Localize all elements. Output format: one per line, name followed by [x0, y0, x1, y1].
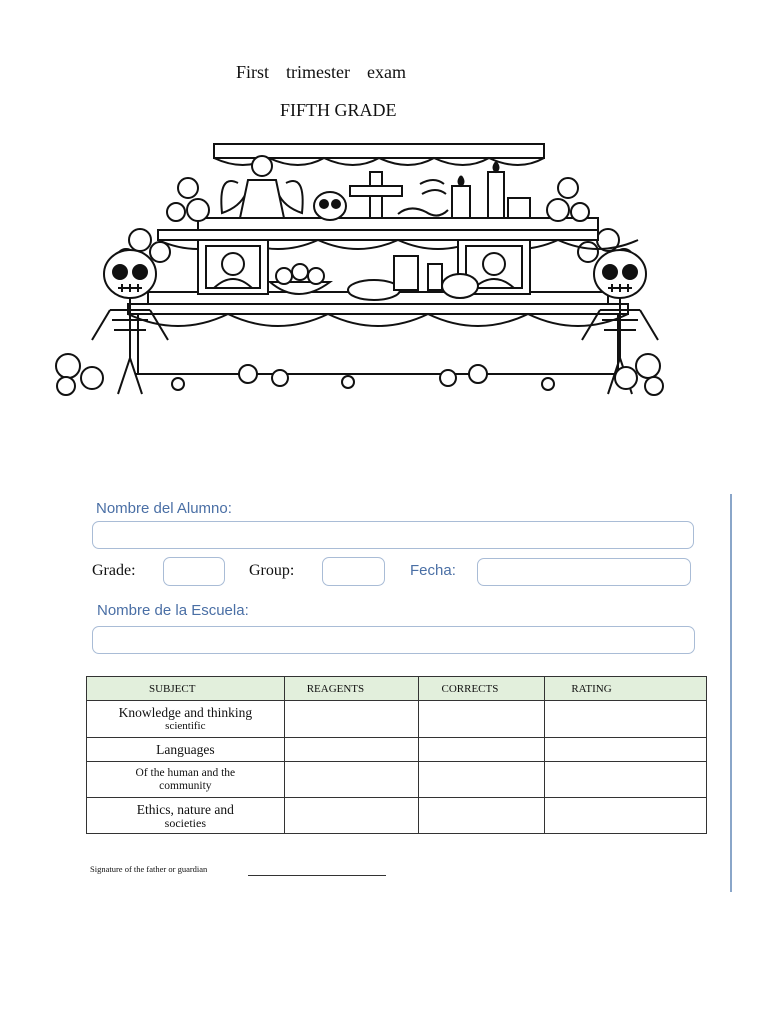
table-header-row: SUBJECT REAGENTS CORRECTS RATING [86, 676, 707, 701]
skeleton-icon [91, 249, 169, 395]
subject-cell: Languages [86, 737, 285, 762]
altar-illustration [55, 143, 664, 396]
altar-top-tier [197, 143, 599, 231]
fruit-bowl-icon [267, 255, 479, 301]
reagents-cell[interactable] [283, 737, 420, 762]
group-label: Group: [249, 562, 295, 579]
table-row: Ethics, nature and societies [86, 797, 707, 834]
altar-bottom-tier [127, 303, 629, 375]
corrects-cell[interactable] [418, 797, 546, 834]
candle-icon [451, 161, 531, 219]
subject-name: Languages [156, 742, 215, 757]
skeleton-icon [581, 249, 659, 395]
subject-subtitle: scientific [165, 720, 206, 732]
corrects-cell[interactable] [418, 737, 546, 762]
subject-subtitle: societies [164, 815, 206, 830]
sugar-skull-icon [313, 191, 347, 221]
corrects-cell[interactable] [418, 700, 546, 738]
column-header-subject: SUBJECT [86, 676, 285, 701]
grade-heading: FIFTH GRADE [280, 100, 397, 120]
subject-subtitle: community [159, 779, 212, 792]
subject-name: Ethics, nature and [136, 801, 234, 817]
school-name-label: Nombre de la Escuela: [97, 602, 249, 619]
column-header-corrects: CORRECTS [418, 676, 546, 701]
subject-name: Of the human and the [135, 766, 236, 779]
reagents-cell[interactable] [283, 797, 420, 834]
exam-title: First trimester exam [236, 62, 406, 82]
student-name-field[interactable] [92, 521, 694, 549]
reagents-cell[interactable] [283, 761, 420, 798]
angel-icon [220, 155, 304, 219]
rating-cell[interactable] [544, 737, 707, 762]
marigold-icon [55, 353, 664, 396]
column-header-reagents: REAGENTS [283, 676, 420, 701]
page-margin-line [730, 494, 732, 892]
rating-cell[interactable] [544, 761, 707, 798]
table-row: Languages [86, 737, 707, 762]
grade-field[interactable] [163, 557, 225, 586]
date-field[interactable] [477, 558, 691, 586]
rating-cell[interactable] [544, 700, 707, 738]
subject-name: Knowledge and thinking [118, 705, 253, 720]
rating-cell[interactable] [544, 797, 707, 834]
cross-icon [349, 171, 403, 219]
column-header-rating: RATING [544, 676, 707, 701]
signature-line[interactable] [248, 875, 386, 876]
subject-cell: Of the human and the community [86, 761, 285, 798]
subject-cell: Knowledge and thinking scientific [86, 700, 285, 738]
corrects-cell[interactable] [418, 761, 546, 798]
grades-table: SUBJECT REAGENTS CORRECTS RATING Knowled… [86, 676, 707, 834]
table-row: Of the human and the community [86, 761, 707, 798]
group-field[interactable] [322, 557, 385, 586]
student-name-label: Nombre del Alumno: [96, 500, 232, 517]
grade-label: Grade: [92, 562, 136, 579]
signature-label: Signature of the father or guardian [90, 864, 208, 874]
subject-cell: Ethics, nature and societies [86, 797, 285, 834]
date-label: Fecha: [410, 562, 456, 579]
marigold-icon [116, 177, 634, 268]
school-name-field[interactable] [92, 626, 695, 654]
reagents-cell[interactable] [283, 700, 420, 738]
table-row: Knowledge and thinking scientific [86, 700, 707, 738]
